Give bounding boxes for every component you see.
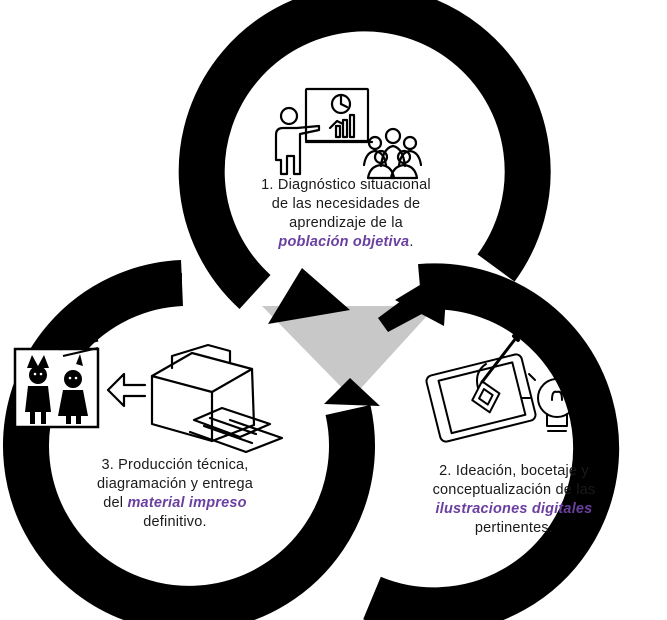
step-2-highlight: ilustraciones digitales <box>435 501 593 517</box>
step-3-highlight: material impreso <box>127 495 247 511</box>
step-1-highlight: población objetiva <box>278 234 410 250</box>
step-3-line-1: 3. Producción técnica, <box>101 457 249 473</box>
step-2-description: 2. Ideación, bocetaje y conceptualizació… <box>398 462 630 538</box>
presentation-audience-icon <box>274 87 423 180</box>
step-1-line-2: de las necesidades de <box>271 196 421 212</box>
step-3-line-3-pre: del <box>103 495 128 511</box>
step-3-line-2: diagramación y entrega <box>97 476 253 492</box>
step-1-line-1: 1. Diagnóstico situacional <box>261 177 431 193</box>
step-3-line-4: definitivo. <box>143 514 207 530</box>
ring-left <box>3 260 380 620</box>
tablet-drawing-lightbulb-icon <box>425 334 593 443</box>
step-3-description: 3. Producción técnica, diagramación y en… <box>60 456 290 532</box>
step-1-line-3: aprendizaje de la <box>289 215 403 231</box>
step-2-line-1: 2. Ideación, bocetaje y <box>439 463 589 479</box>
ring-top <box>178 0 551 324</box>
booklet-children-icon <box>13 338 100 429</box>
printer-output-icon <box>106 343 284 454</box>
step-1-line-4: población objetiva. <box>228 233 464 252</box>
step-2-line-4: pertinentes. <box>474 520 554 536</box>
ring-right <box>363 263 620 620</box>
step-1-description: 1. Diagnóstico situacional de las necesi… <box>228 176 464 252</box>
step-2-line-2: conceptualización de las <box>432 482 596 498</box>
step-2-line-3: ilustraciones digitales <box>398 500 630 519</box>
step-1-tail: . <box>409 234 414 250</box>
step-3-line-3: del material impreso <box>60 494 290 513</box>
